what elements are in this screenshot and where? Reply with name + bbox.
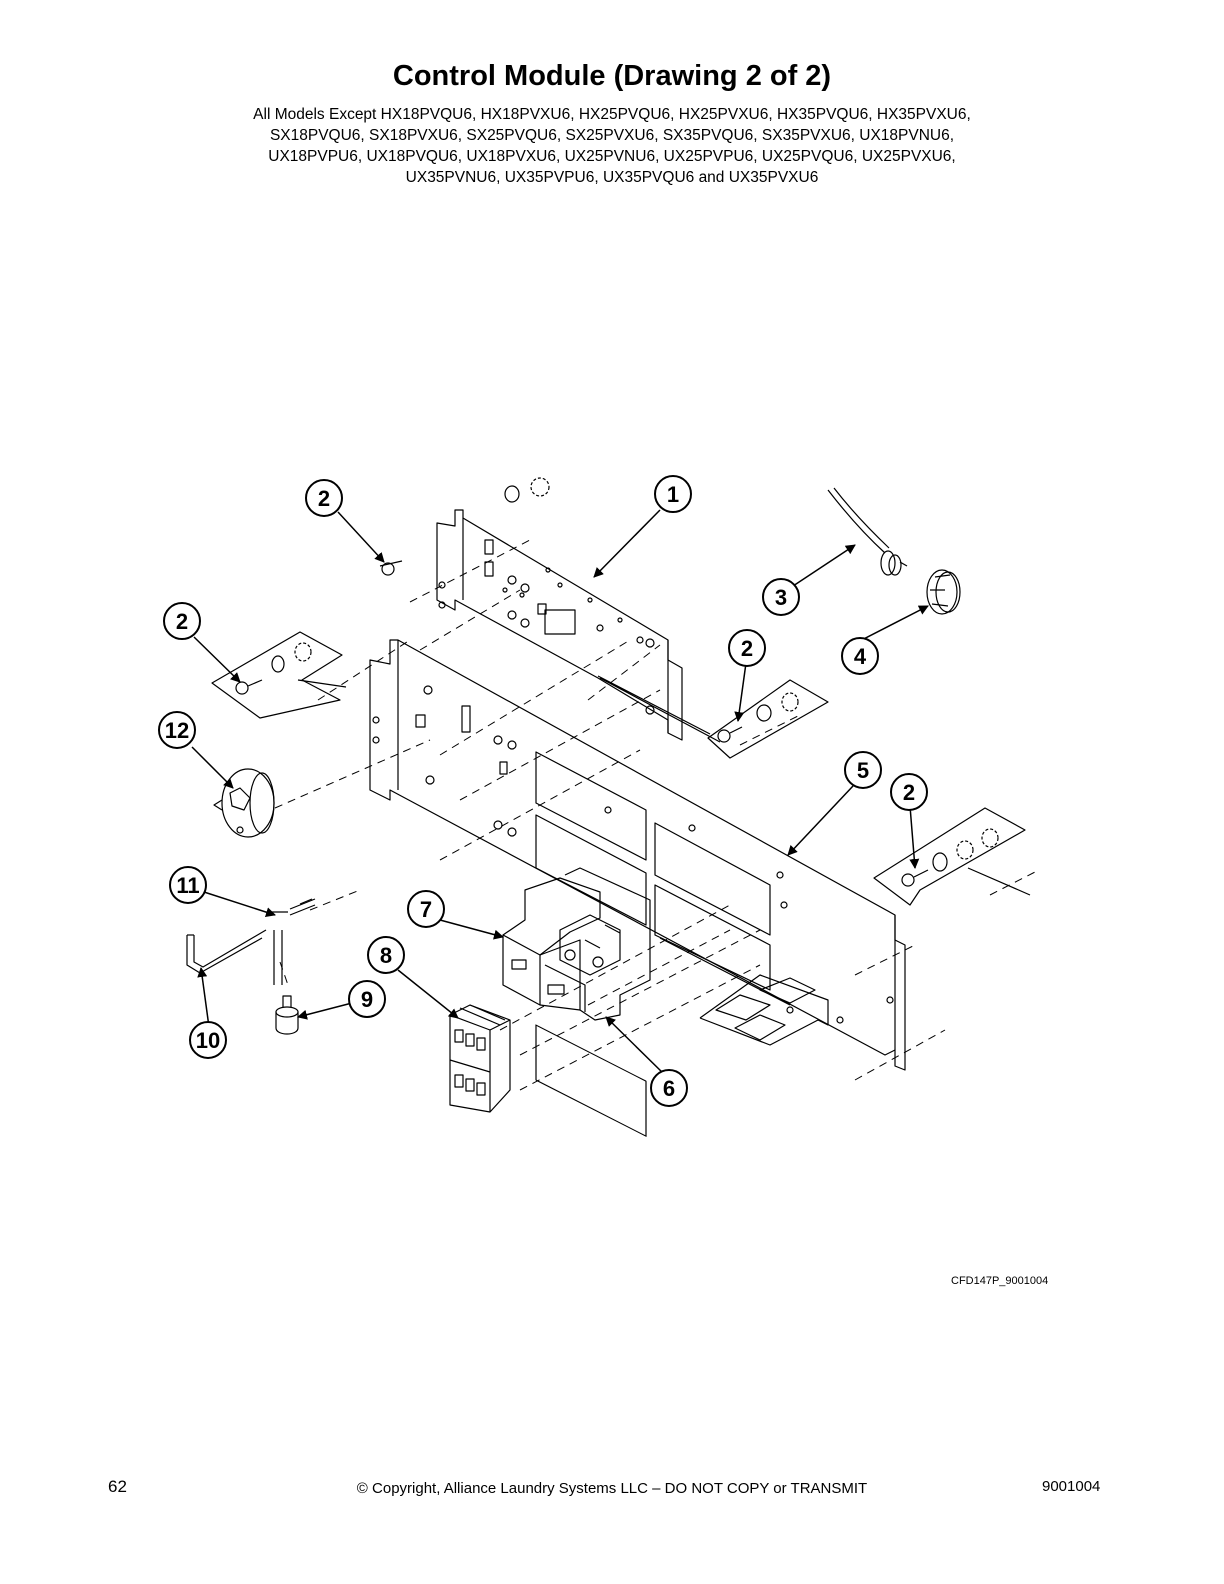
hardware-upper [379, 477, 550, 576]
callout-label: 6 [663, 1076, 675, 1101]
mounting-plate [699, 974, 829, 1046]
callout-1: 1 [654, 475, 692, 513]
upper-bracket-panel [436, 509, 683, 741]
model-list: All Models Except HX18PVQU6, HX18PVXU6, … [150, 104, 1074, 188]
callout-label: 12 [165, 718, 189, 743]
callout-4: 4 [841, 637, 879, 675]
panel-cutouts [535, 751, 771, 991]
pressure-switch [213, 768, 275, 838]
hardware-right [873, 807, 1026, 906]
model-list-line: UX35PVNU6, UX35PVPU6, UX35PVQU6 and UX35… [405, 169, 819, 186]
callout-label: 8 [380, 943, 392, 968]
callout-6: 6 [650, 1069, 688, 1107]
callout-2-top: 2 [305, 479, 343, 517]
page-number: 62 [108, 1477, 127, 1496]
model-list-line: SX18PVQU6, SX18PVXU6, SX25PVQU6, SX25PVX… [269, 127, 955, 144]
leader-lines [191, 509, 929, 1077]
hardware-left [211, 631, 343, 719]
callout-12: 12 [158, 711, 196, 749]
callout-2-left: 2 [163, 602, 201, 640]
callout-3: 3 [762, 578, 800, 616]
model-list-line: UX18PVPU6, UX18PVQU6, UX18PVXU6, UX25PVN… [268, 148, 956, 165]
page-title: Control Module (Drawing 2 of 2) [392, 60, 832, 92]
main-panel [369, 639, 906, 1137]
callout-label: 2 [176, 609, 188, 634]
callouts: 1 2 2 2 2 3 4 5 6 7 8 9 10 11 12 [158, 475, 928, 1107]
callout-9: 9 [348, 980, 386, 1018]
rubber-foot [275, 995, 299, 1035]
model-list-line: All Models Except HX18PVQU6, HX18PVXU6, … [253, 106, 971, 123]
assembly-lines [274, 539, 1036, 1091]
document-number: 9001004 [1042, 1478, 1101, 1495]
callout-label: 2 [903, 780, 915, 805]
callout-label: 11 [176, 873, 199, 898]
hose-fittings [186, 898, 316, 985]
callout-7: 7 [407, 890, 445, 928]
callout-label: 9 [361, 987, 373, 1012]
callout-label: 5 [857, 758, 869, 783]
contactor-assembly [502, 867, 651, 1021]
copyright-notice: © Copyright, Alliance Laundry Systems LL… [356, 1480, 868, 1497]
callout-label: 10 [196, 1028, 220, 1053]
callout-8: 8 [367, 936, 405, 974]
callout-label: 2 [318, 486, 330, 511]
drawing-code: CFD147P_9001004 [951, 1275, 1049, 1287]
cable-grommet [827, 487, 908, 576]
callout-label: 1 [667, 482, 679, 507]
callout-label: 2 [741, 636, 753, 661]
callout-label: 4 [854, 644, 867, 669]
callout-label: 3 [775, 585, 787, 610]
callout-label: 7 [420, 897, 432, 922]
callout-10: 10 [189, 1021, 227, 1059]
hardware-center [707, 679, 829, 759]
callout-2-right: 2 [890, 773, 928, 811]
callout-11: 11 [169, 866, 207, 904]
bushing [926, 569, 961, 615]
terminal-block [449, 1004, 511, 1113]
callout-5: 5 [844, 751, 882, 789]
callout-2-center: 2 [728, 629, 766, 667]
